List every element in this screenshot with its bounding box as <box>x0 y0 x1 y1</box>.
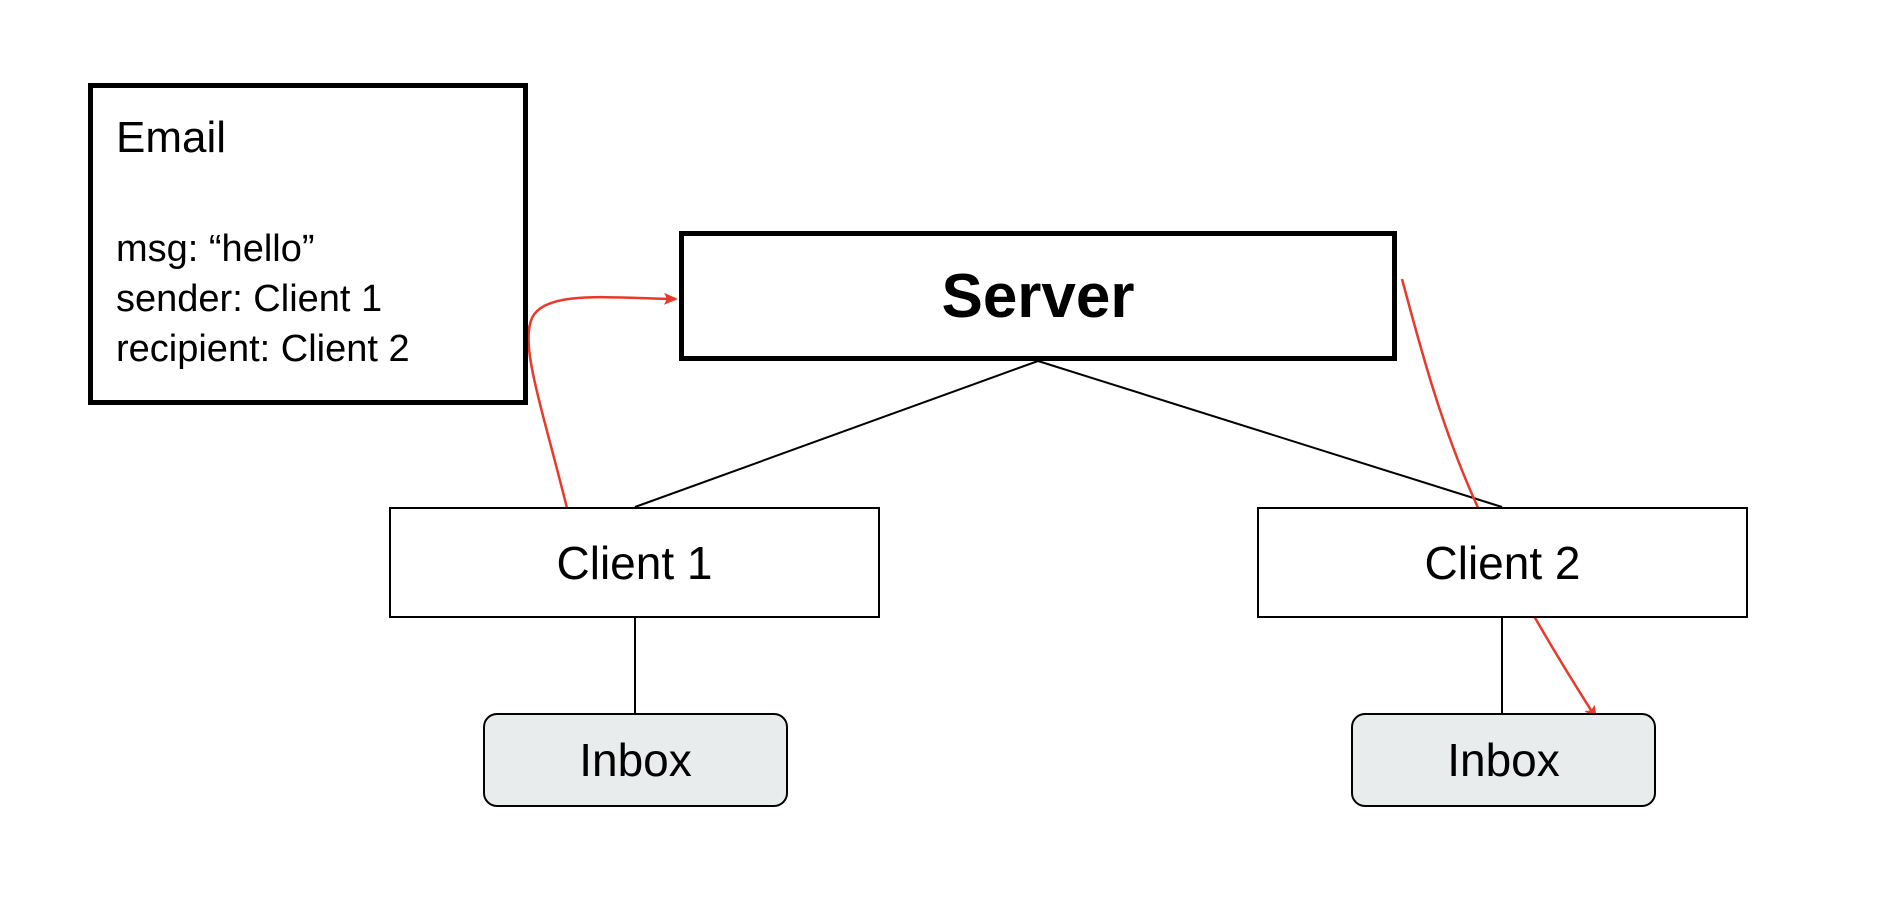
client-2-inbox-label: Inbox <box>1447 734 1560 786</box>
email-msg-field: msg: “hello” <box>116 228 315 271</box>
deliver-flow-arrow <box>1400 278 1598 720</box>
email-box: Email msg: “hello” sender: Client 1 reci… <box>88 83 528 405</box>
email-sender-field: sender: Client 1 <box>116 278 383 321</box>
server-label: Server <box>941 261 1135 331</box>
client-1-inbox: Inbox <box>483 713 788 807</box>
send-flow-arrow <box>527 292 678 513</box>
server-to-client1-line <box>634 360 1039 508</box>
email-recipient-field: recipient: Client 2 <box>116 328 410 371</box>
email-title: Email <box>116 113 227 162</box>
client-1-inbox-label: Inbox <box>579 734 692 786</box>
server-to-client2-line <box>1037 360 1503 508</box>
client-1-node: Client 1 <box>389 507 880 618</box>
client-2-inbox: Inbox <box>1351 713 1656 807</box>
server-node: Server <box>679 231 1397 361</box>
client-1-label: Client 1 <box>556 536 713 589</box>
client-2-node: Client 2 <box>1257 507 1748 618</box>
client-2-label: Client 2 <box>1424 536 1581 589</box>
